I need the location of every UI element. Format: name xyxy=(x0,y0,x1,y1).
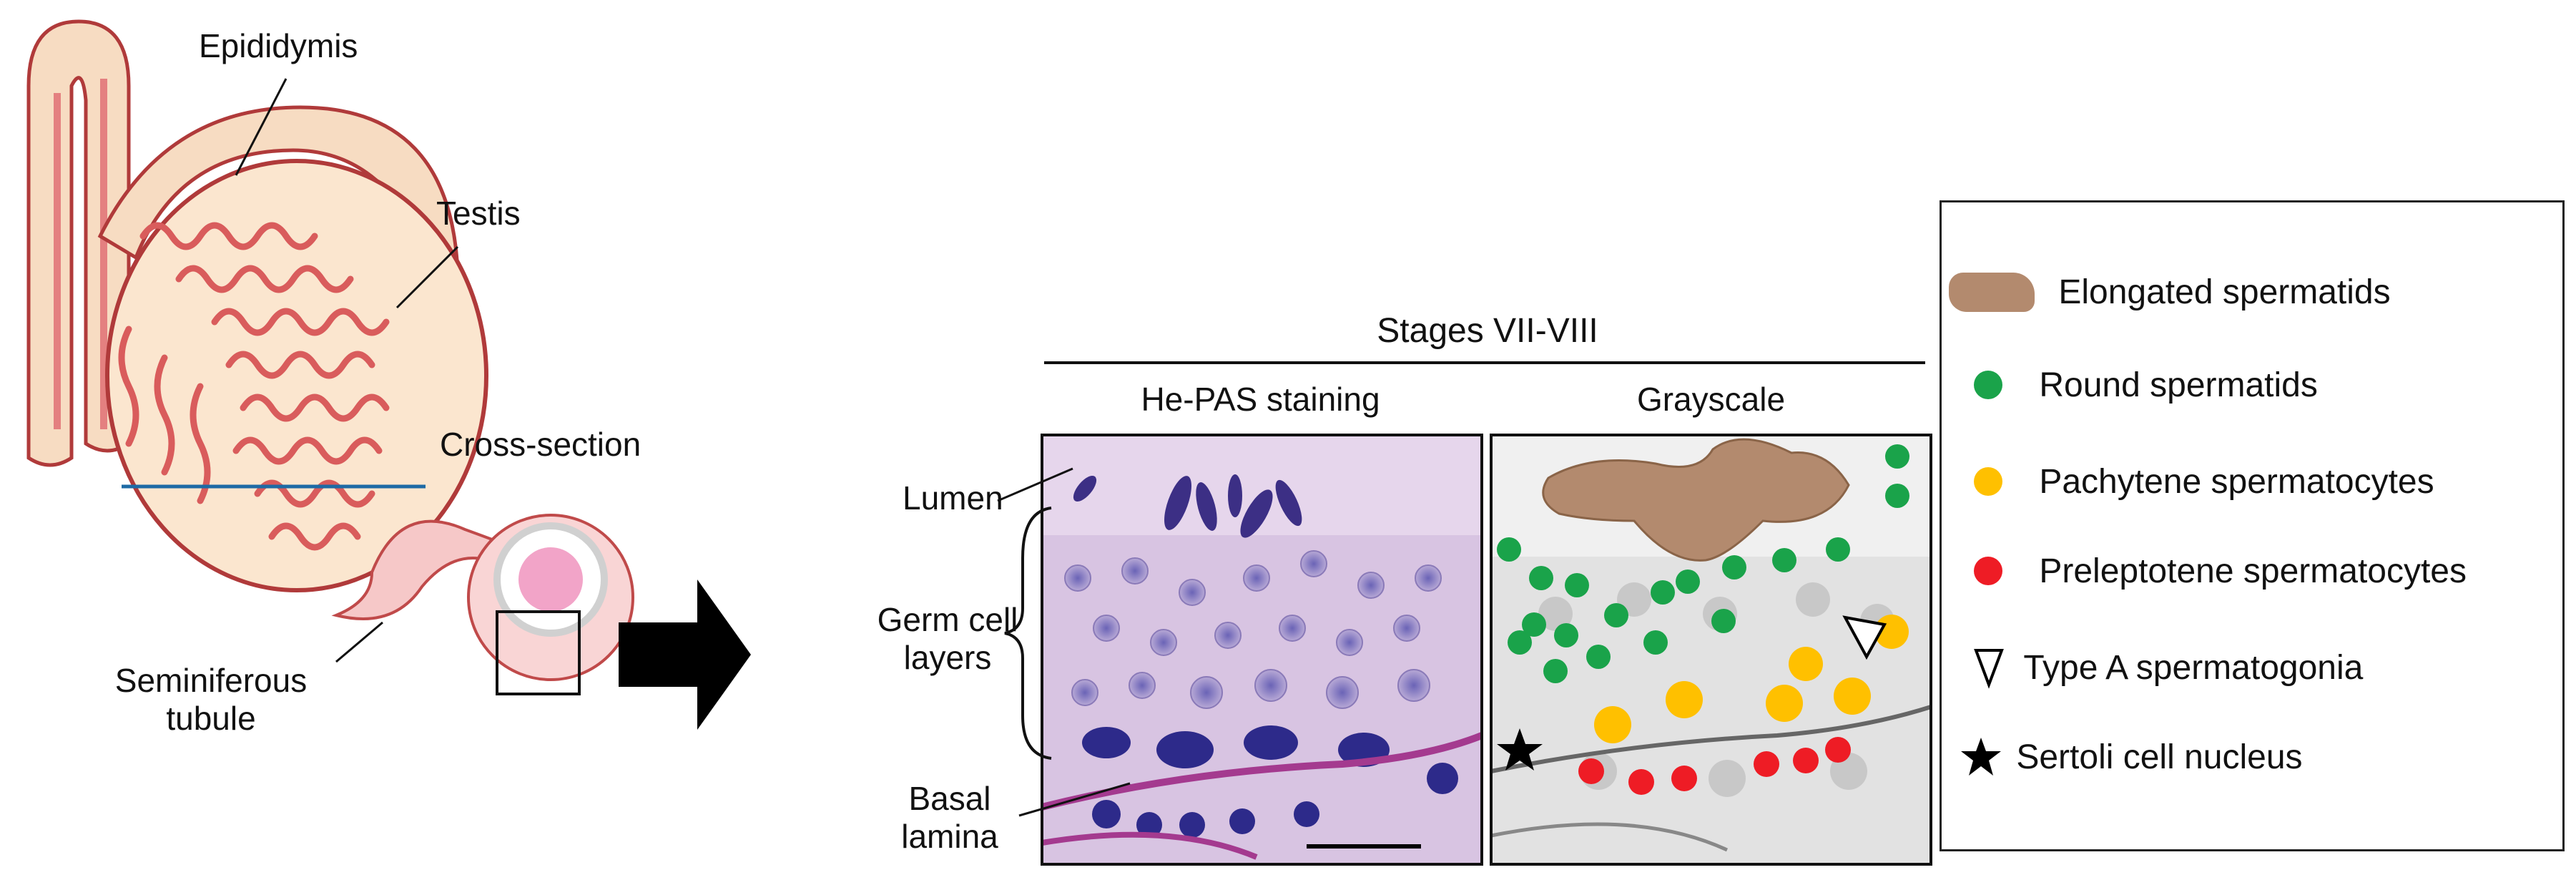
legend-item-elongated: Elongated spermatids xyxy=(1949,270,2391,312)
label-testis: Testis xyxy=(436,195,521,232)
legend-swatch-elongated xyxy=(1949,272,2035,312)
label-cross-section: Cross-section xyxy=(440,426,641,463)
panel-title-he-pas: He-PAS staining xyxy=(1141,381,1380,418)
legend-label-round: Round spermatids xyxy=(2039,366,2318,404)
label-basal-line2: lamina xyxy=(901,817,998,855)
legend-box: Elongated spermatids Round spermatids Pa… xyxy=(1940,200,2565,851)
label-basal-line1: Basal xyxy=(908,780,991,817)
label-seminiferous-tubule: Seminiferous tubule xyxy=(75,662,347,738)
label-germ-line1: Germ cell xyxy=(877,601,1018,638)
stage-title: Stages VII-VIII xyxy=(1377,312,1598,350)
grayscale-panel xyxy=(1490,434,1932,866)
label-germ-line2: layers xyxy=(903,638,992,676)
big-arrow xyxy=(619,580,751,730)
legend-item-type-a: Type A spermatogonia xyxy=(1974,646,2364,690)
legend-label-pachytene: Pachytene spermatocytes xyxy=(2039,462,2434,501)
tubule-tail xyxy=(331,519,524,620)
type-a-spermatogonia-marker xyxy=(1842,615,1887,660)
magnify-box xyxy=(496,610,581,695)
round-spermatids xyxy=(1497,444,1909,683)
stage-title-rule xyxy=(1044,361,1925,364)
label-seminiferous-line2: tubule xyxy=(166,699,256,737)
legend-swatch-round xyxy=(1974,371,2002,400)
legend-item-sertoli: Sertoli cell nucleus xyxy=(1960,735,2303,778)
label-seminiferous-line1: Seminiferous xyxy=(114,662,308,699)
legend-label-elongated: Elongated spermatids xyxy=(2058,273,2391,311)
elongated-spermatids-blob xyxy=(1542,438,1850,562)
sertoli-nucleus-marker xyxy=(1497,728,1543,771)
panel-title-grayscale: Grayscale xyxy=(1636,381,1786,418)
legend-item-round: Round spermatids xyxy=(1974,363,2318,405)
legend-swatch-pachytene xyxy=(1974,467,2002,497)
he-pas-panel xyxy=(1041,434,1483,866)
legend-item-preleptotene: Preleptotene spermatocytes xyxy=(1974,549,2467,591)
testis-body xyxy=(105,159,488,592)
label-basal-lamina: Basal lamina xyxy=(878,780,1021,856)
label-lumen: Lumen xyxy=(903,479,1003,517)
legend-item-pachytene: Pachytene spermatocytes xyxy=(1974,460,2434,502)
legend-label-type-a: Type A spermatogonia xyxy=(2023,648,2364,687)
legend-label-preleptotene: Preleptotene spermatocytes xyxy=(2039,552,2467,590)
tubule-pattern xyxy=(118,222,390,551)
label-epididymis: Epididymis xyxy=(199,27,358,64)
pachytene-spermatocytes xyxy=(1594,615,1909,743)
legend-triangle-icon xyxy=(1974,649,2004,690)
label-germ-cell-layers: Germ cell layers xyxy=(872,601,1023,677)
legend-swatch-preleptotene xyxy=(1974,557,2002,586)
preleptotene-spermatocytes xyxy=(1578,737,1851,795)
legend-label-sertoli: Sertoli cell nucleus xyxy=(2016,738,2303,776)
legend-star-icon xyxy=(1961,738,2001,776)
